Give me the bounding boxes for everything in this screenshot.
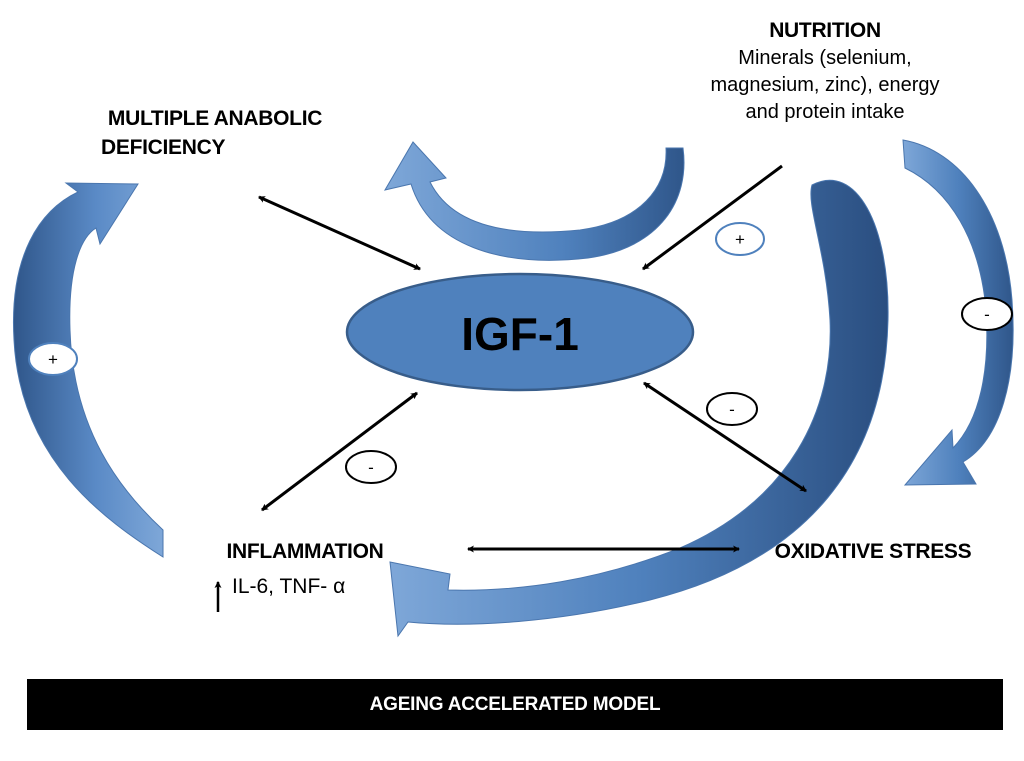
oxidative-stress-label: OXIDATIVE STRESS	[774, 540, 972, 563]
inflammation-link-sign: -	[345, 450, 397, 484]
igf1-label: IGF-1	[461, 308, 579, 360]
right-loop-arrow	[902, 139, 1014, 486]
nutrition-link-sign: +	[715, 222, 765, 256]
svg-text:-: -	[368, 458, 374, 477]
svg-text:+: +	[735, 230, 745, 249]
nutrition-line-3: and protein intake	[745, 101, 905, 123]
anabolic-line1: MULTIPLE ANABOLIC	[107, 107, 323, 130]
oxidative-link-sign: -	[706, 392, 758, 426]
right-loop-sign: -	[961, 297, 1013, 331]
anabolic-deficiency-label: MULTIPLE ANABOLIC DEFICIENCY	[60, 104, 370, 162]
nutrition-igf1-arrow	[642, 164, 783, 271]
anabolic-igf1-arrow	[258, 195, 421, 271]
nutrition-loop-arrow	[389, 179, 889, 638]
anabolic-line2: DEFICIENCY	[101, 136, 226, 159]
svg-text:+: +	[48, 350, 58, 369]
svg-text:-: -	[729, 400, 735, 419]
oxidative-igf1-arrow	[643, 381, 807, 493]
top-loop-arrow	[383, 141, 685, 261]
igf1-ellipse	[345, 272, 695, 392]
inflammation-igf1-arrow	[261, 391, 418, 512]
nutrition-line-2: magnesium, zinc), energy	[710, 74, 940, 96]
left-loop-arrow	[12, 182, 164, 558]
nutrition-block: NUTRITION Minerals (selenium, magnesium,…	[655, 16, 995, 126]
inflammation-markers: IL-6, TNF- α	[232, 575, 346, 598]
ageing-model-banner: AGEING ACCELERATED MODEL	[27, 679, 1003, 730]
inflammation-title: INFLAMMATION	[226, 540, 384, 563]
svg-text:-: -	[984, 305, 990, 324]
nutrition-title: NUTRITION	[769, 19, 881, 42]
left-loop-sign: +	[28, 342, 78, 376]
nutrition-line-1: Minerals (selenium,	[738, 47, 912, 69]
